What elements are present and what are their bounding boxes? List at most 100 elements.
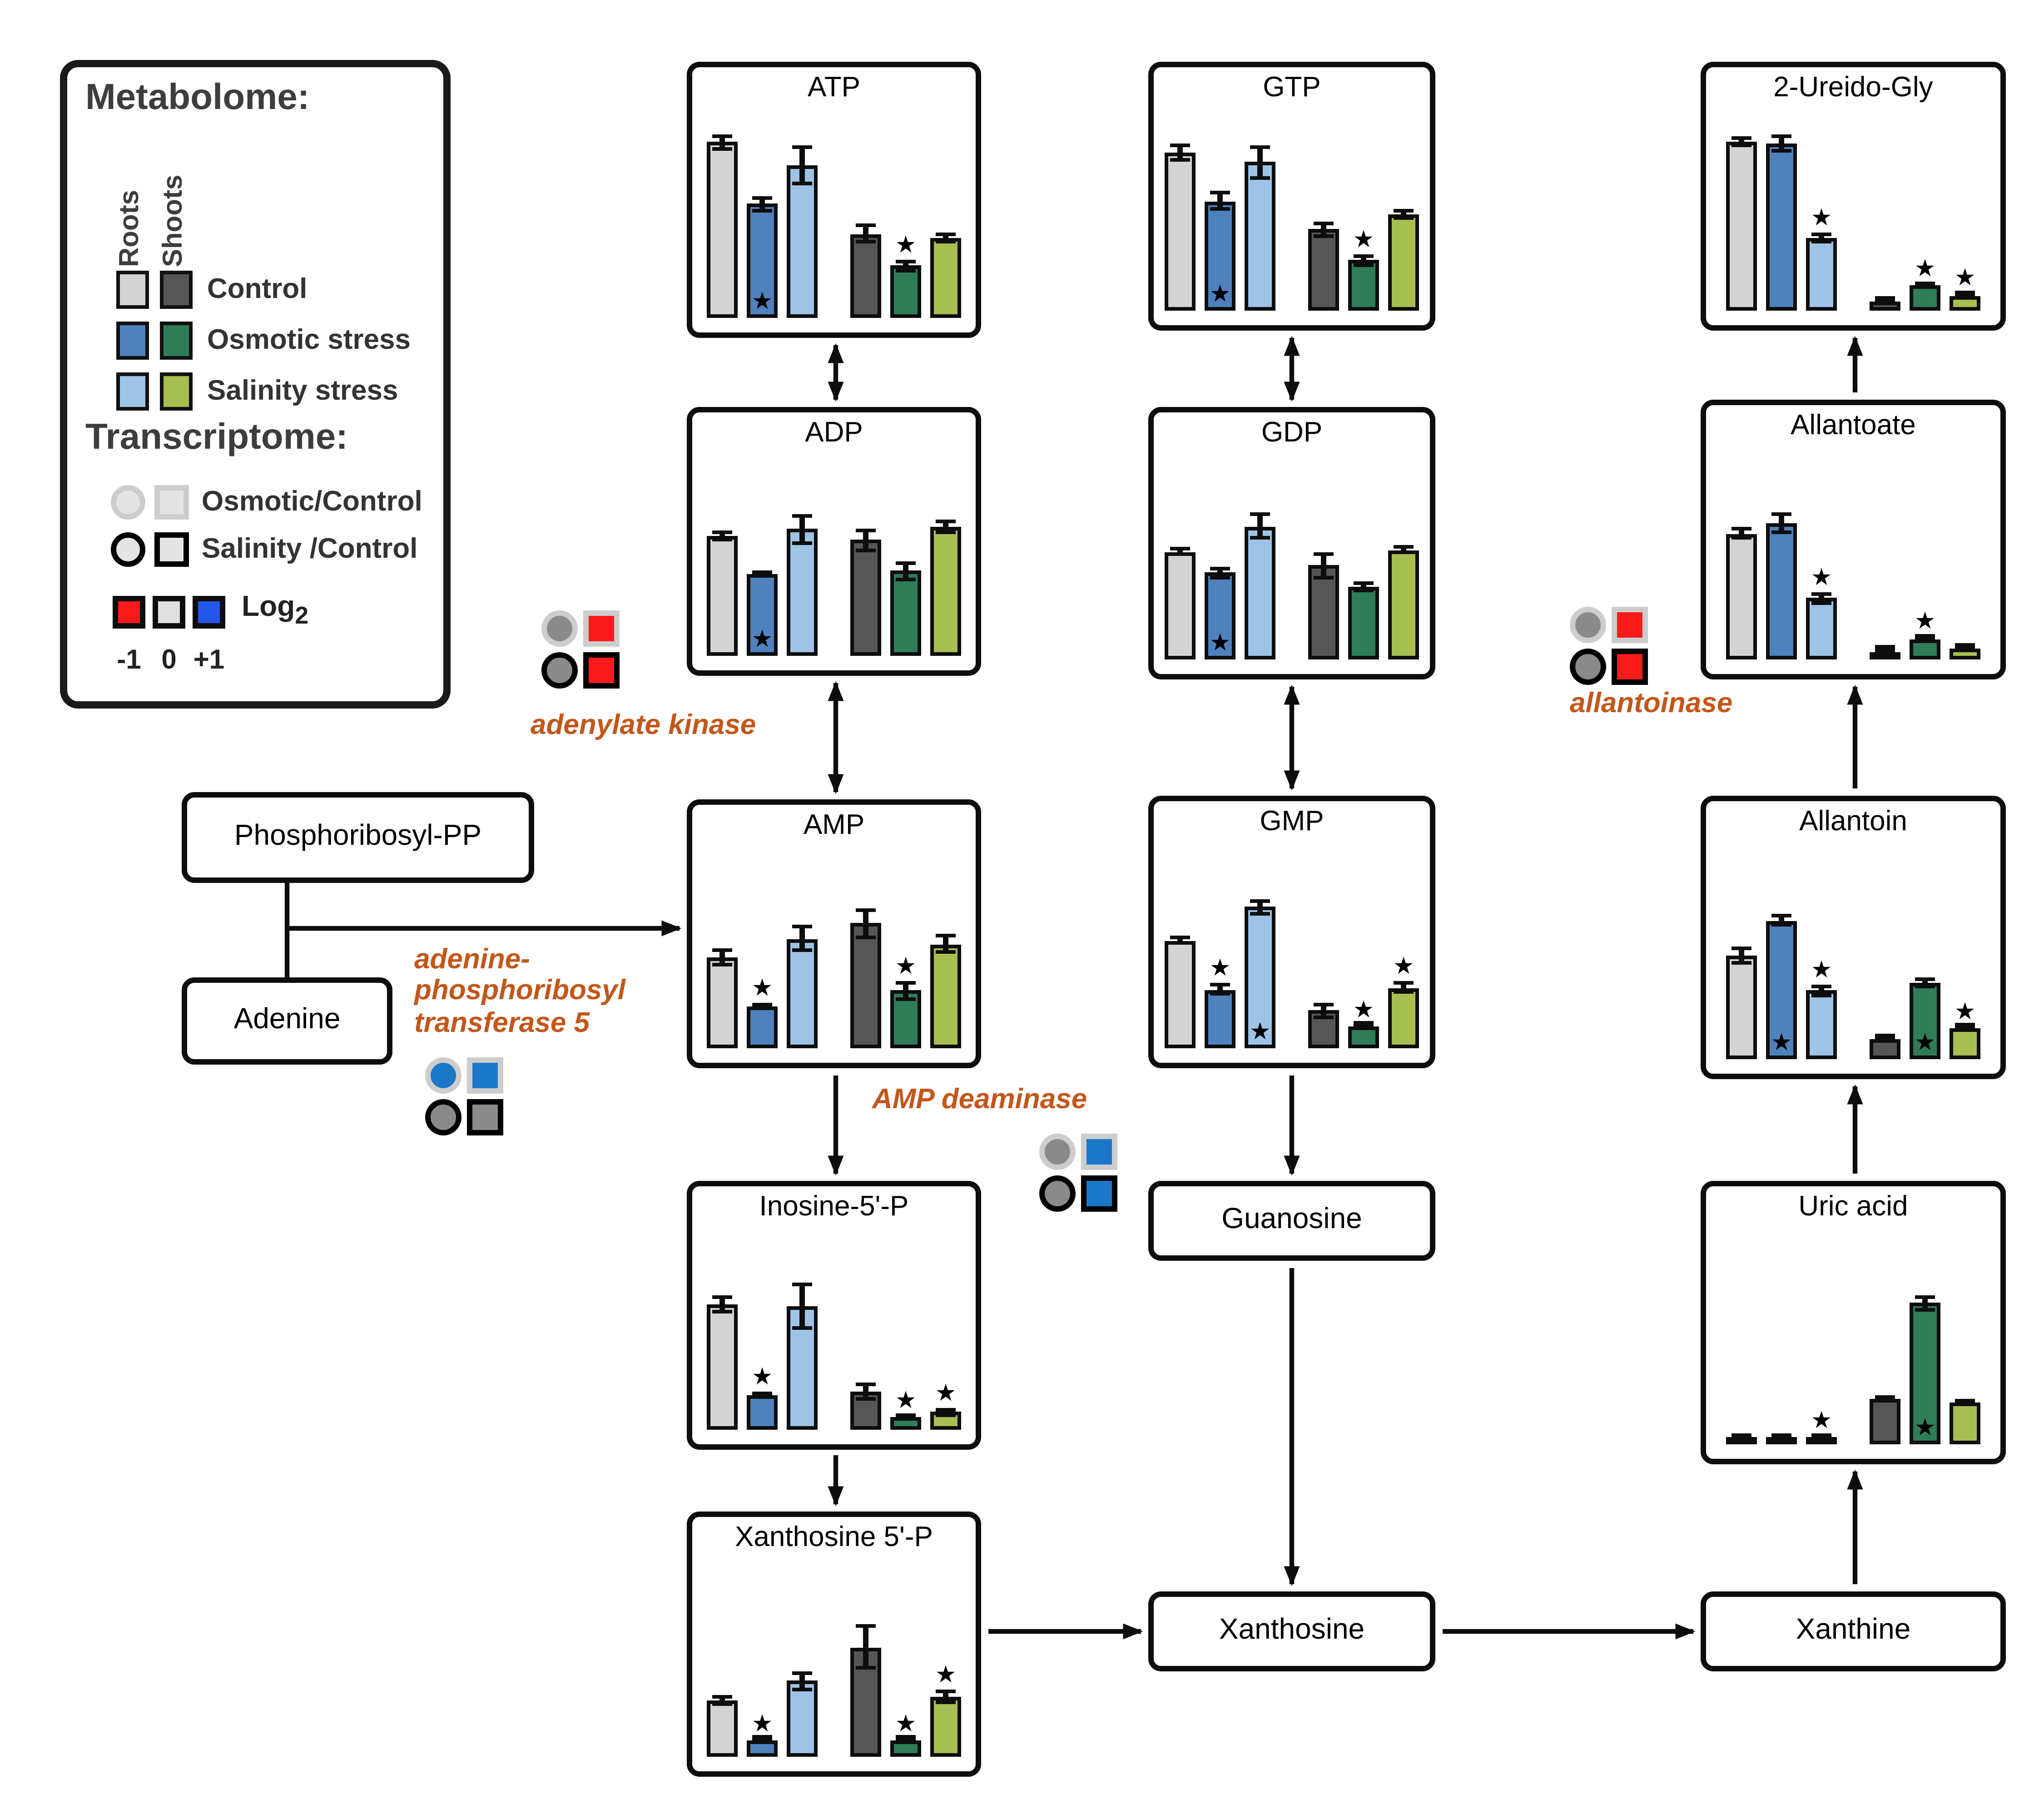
chart-plot: ★ (698, 463, 970, 656)
error-bar (1731, 947, 1751, 964)
error-bar (752, 1391, 772, 1398)
significance-star: ★ (1811, 955, 1832, 983)
significance-star: ★ (895, 952, 917, 979)
significance-star: ★ (895, 1709, 917, 1736)
ratio-square (154, 485, 189, 520)
transcriptome-ratio-row: Osmotic/Control (111, 485, 422, 520)
chart-plot: ★★ (1159, 118, 1424, 311)
bar-roots_osmotic (747, 1006, 778, 1048)
chart-plot: ★★★ (698, 1568, 970, 1757)
enzyme-label-line: adenylate kinase (531, 710, 756, 741)
significance-star: ★ (1811, 1407, 1832, 1434)
chart-title: GDP (1261, 418, 1323, 449)
enzyme-label-line: allantoinase (1570, 689, 1733, 719)
bar-roots_osmotic (1205, 572, 1235, 659)
bar-strip: ★★ (1165, 118, 1419, 311)
bar-shoots_osmotic (1348, 587, 1379, 659)
transcriptome-indicator-allantoinase (1570, 607, 1648, 685)
error-bar (712, 1694, 732, 1706)
error-bar (1170, 547, 1190, 556)
chart-plot: ★★★★ (1159, 852, 1424, 1048)
error-bar (1354, 255, 1374, 267)
chart-title: ATP (808, 73, 860, 104)
bar-roots_salinity (1245, 907, 1275, 1048)
enzyme-label-allantoinase: allantoinase (1570, 689, 1732, 720)
metabolite-box-guanosine: Guanosine (1148, 1181, 1435, 1261)
legend-row: Osmotic stress (116, 322, 411, 360)
bar-shoots_salinity (930, 945, 961, 1048)
metabolite-label: Xanthosine (1219, 1615, 1365, 1646)
metabolite-box-adenine: Adenine (182, 977, 392, 1065)
significance-star: ★ (1914, 607, 1936, 635)
enzyme-label-adenylate-kinase: adenylate kinase (531, 710, 756, 742)
chart-title: Xanthosine 5'-P (735, 1522, 933, 1553)
chart-plot: ★★★ (1712, 118, 1995, 311)
chart-plot: ★★ (1712, 1237, 1995, 1444)
error-bar (752, 1735, 772, 1743)
bar-roots_control (707, 957, 738, 1048)
bar-shoots_control (850, 540, 881, 656)
osmotic-circle-indicator (1039, 1134, 1076, 1170)
error-bar (856, 1382, 876, 1401)
chart-gdp: GDP★ (1148, 407, 1435, 679)
bar-roots_osmotic (747, 1740, 778, 1757)
error-bar (936, 1689, 956, 1704)
error-bar (1210, 567, 1230, 579)
bar-shoots_osmotic (890, 1740, 921, 1757)
salinity-square-indicator (467, 1099, 503, 1135)
salinity-circle-indicator (1039, 1175, 1076, 1212)
bar-roots_salinity (1806, 990, 1837, 1059)
significance-star: ★ (895, 1385, 917, 1413)
log2-tick: -1 (117, 645, 141, 676)
bar-roots_control (707, 1304, 738, 1430)
enzyme-label-line: transferase 5 (414, 1007, 590, 1039)
ratio-circle (111, 485, 145, 520)
bar-roots_osmotic (1766, 523, 1797, 659)
bar-strip: ★★★ (707, 1568, 961, 1757)
error-bar (896, 1734, 916, 1742)
error-bar (1731, 135, 1751, 147)
bar-shoots_osmotic (1910, 639, 1940, 659)
bar-strip: ★★ (707, 856, 961, 1048)
bar-roots_control (1165, 552, 1196, 659)
error-bar (1915, 281, 1935, 289)
metabolite-label: Guanosine (1221, 1204, 1362, 1235)
chart-title: Inosine-5'-P (759, 1192, 909, 1223)
chart-title: GMP (1260, 807, 1324, 838)
chart-plot: ★★★★ (1712, 852, 1995, 1059)
error-bar (936, 232, 956, 244)
log2-swatch (153, 596, 185, 629)
error-bar (792, 925, 812, 952)
osmotic-circle-indicator (425, 1057, 461, 1094)
error-bar (856, 529, 876, 552)
enzyme-label-line: AMP deaminase (872, 1085, 1087, 1115)
bar-shoots_osmotic (890, 265, 921, 318)
bar-shoots_salinity (1950, 296, 1980, 311)
error-bar (1354, 1021, 1374, 1029)
metabolite-box-phosphoribosyl-pp: Phosphoribosyl-PP (182, 792, 534, 883)
error-bar (1210, 983, 1230, 996)
roots-swatch (116, 372, 149, 411)
error-bar (1915, 977, 1935, 988)
bar-shoots_salinity (1950, 1028, 1980, 1059)
error-bar (1354, 581, 1374, 593)
bar-shoots_control (1870, 652, 1900, 659)
error-bar (712, 1295, 732, 1314)
log2-label-subscript: 2 (295, 601, 308, 629)
error-bar (856, 907, 876, 939)
bar-shoots_salinity (930, 238, 961, 318)
significance-star: ★ (935, 1379, 957, 1407)
significance-star: ★ (751, 625, 773, 652)
ratio-square (154, 532, 189, 567)
transcriptome-indicator-adenine-phosphoribosyl-transferase-5 (425, 1057, 503, 1135)
bar-roots_salinity (1245, 162, 1275, 311)
legend-row-label: Osmotic stress (207, 324, 411, 355)
shoots-swatch (160, 322, 193, 360)
error-bar (936, 519, 956, 535)
bar-roots_control (1165, 153, 1196, 311)
error-bar (792, 146, 812, 186)
bar-shoots_control (1870, 1399, 1900, 1444)
osmotic-square-indicator (583, 610, 620, 647)
error-bar (1811, 1432, 1831, 1440)
